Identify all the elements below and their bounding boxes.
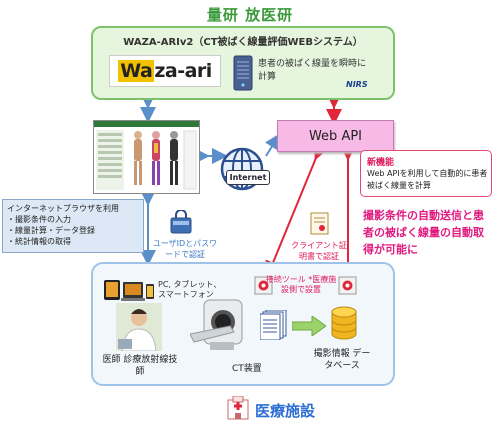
client-cert-label: クライアント証明書で認証 [291, 241, 347, 261]
arrow-globe-webapi [264, 133, 281, 157]
documents-icon [260, 310, 287, 340]
ct-scanner-image [190, 299, 243, 350]
certificate-icon [310, 212, 329, 235]
waza-description: 患者の被ばく線量を瞬時に計算 [258, 59, 367, 82]
new-function-box: 新機能 Web APIを利用して自動的に患者被ばく線量を計算 [360, 150, 492, 197]
devices-label: PC, タブレット、スマートフォン [158, 280, 222, 299]
flow-arrow-icon [292, 316, 326, 336]
doctor-image [116, 303, 162, 351]
browser-heading: インターネットブラウザを利用 [7, 204, 119, 213]
lock-icon [170, 210, 192, 234]
database-label: 撮影情報 データベース [313, 349, 371, 371]
nirs-logo: NIRS [346, 80, 368, 89]
browser-usage-box: インターネットブラウザを利用 ・撮影条件の入力 ・線量計算・データ登録 ・統計情… [2, 199, 144, 253]
new-function-title: 新機能 [367, 158, 395, 168]
connector-tool-icon-2 [338, 276, 357, 295]
browser-item: ・線量計算・データ登録 [7, 226, 95, 235]
server-icon [233, 55, 253, 91]
database-icon [331, 306, 357, 340]
browser-item: ・撮影条件の入力 [7, 215, 71, 224]
arrow-webapi-connector1 [265, 142, 329, 278]
ct-label: CT装置 [232, 364, 262, 374]
org-title: 量研 放医研 [206, 6, 294, 24]
auto-feature-text: 撮影条件の自動送信と患者の被ばく線量の自動取得が可能に [363, 209, 484, 256]
new-function-text: Web APIを利用して自動的に患者被ばく線量を計算 [367, 169, 488, 190]
connector-tool-label: 接続ツール *医療施設側で設置 [265, 275, 337, 294]
waza-ari-title: WAZA-ARIv2（CT被ばく線量評価WEBシステム） [123, 37, 363, 48]
devices-icon [104, 280, 154, 301]
doctor-label: 医師 診療放射線技師 [102, 355, 178, 377]
user-auth-label: ユーザIDとパスワードで認証 [152, 239, 218, 259]
facility-title: 医療施設 [255, 402, 316, 420]
connector-tool-icon-1 [254, 276, 273, 295]
app-screenshot-image [93, 120, 200, 194]
logo-wa: Wa [118, 60, 155, 82]
logo-rest: za-ari [154, 60, 212, 82]
browser-item: ・統計情報の取得 [7, 237, 71, 246]
internet-label: Internet [226, 170, 270, 185]
hospital-icon [227, 396, 249, 420]
web-api-box: Web API [277, 120, 394, 152]
globe-icon [220, 147, 264, 191]
